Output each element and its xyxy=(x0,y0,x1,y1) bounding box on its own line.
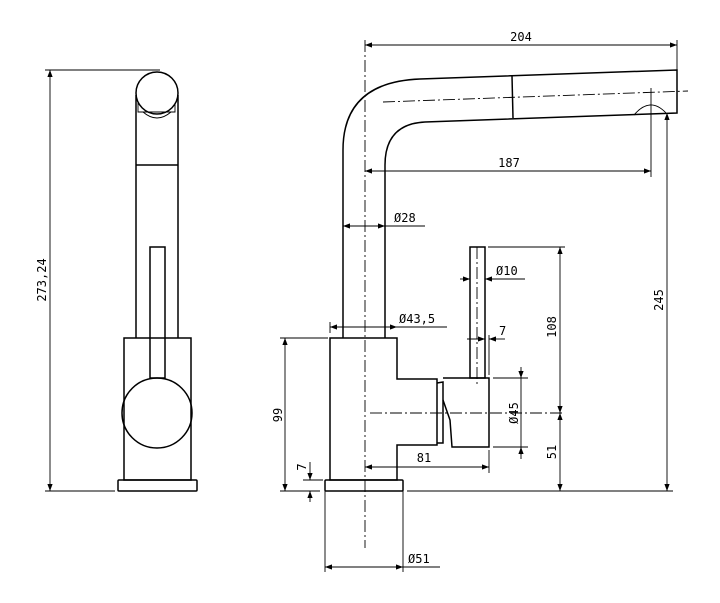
dimension-base-thickness: 7 xyxy=(295,463,309,470)
dimension-spout-reach: 204 xyxy=(510,30,532,44)
dimension-base-diameter: Ø51 xyxy=(408,552,430,566)
dimension-valve-projection: 81 xyxy=(417,451,431,465)
dimension-handle-height: 108 xyxy=(545,316,559,338)
dimension-valve-diameter: Ø45 xyxy=(507,402,521,424)
dimension-outlet-reach: 187 xyxy=(498,156,520,170)
front-view: 273,24 xyxy=(35,69,198,492)
dimension-spout-diameter: Ø28 xyxy=(394,211,416,225)
dimension-handle-offset: 7 xyxy=(499,324,506,338)
dimension-handle-diameter: Ø10 xyxy=(496,264,518,278)
dimension-body-height: 99 xyxy=(271,408,285,422)
dimension-spout-height: 245 xyxy=(652,289,666,311)
dimension-body-top-diameter: Ø43,5 xyxy=(399,312,435,326)
side-view: 204 187 Ø28 Ø43,5 Ø10 7 Ø45 108 xyxy=(271,30,689,572)
dimension-valve-axis-height: 51 xyxy=(545,445,559,459)
dimension-overall-height: 273,24 xyxy=(35,258,49,301)
